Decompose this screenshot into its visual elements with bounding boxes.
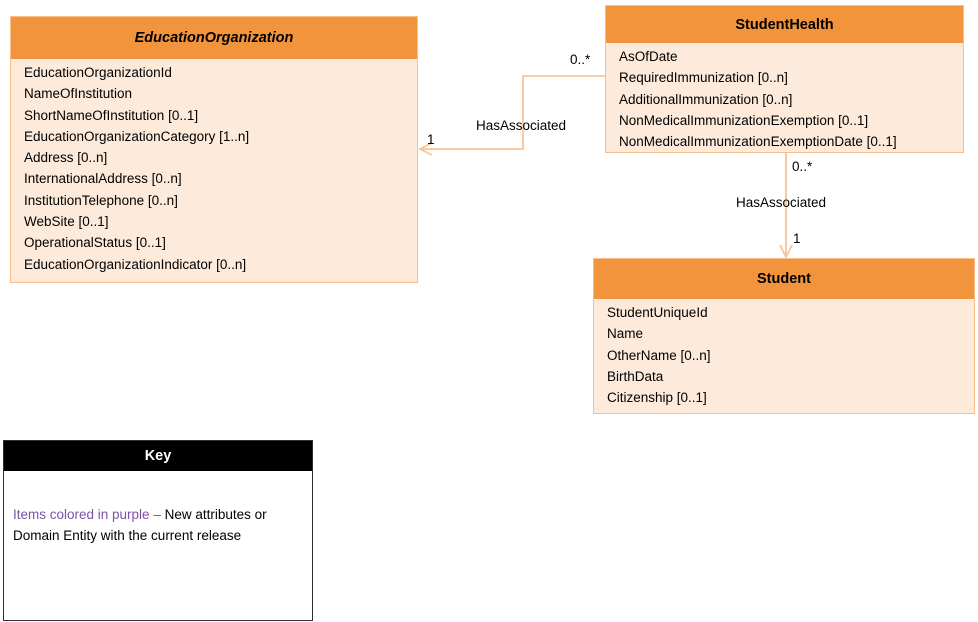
attribute-row: Citizenship [0..1]: [607, 390, 707, 406]
attribute-row: ShortNameOfInstitution [0..1]: [24, 107, 199, 123]
attribute-row: OperationalStatus [0..1]: [24, 235, 166, 251]
attribute-row: Address [0..n]: [24, 150, 108, 166]
attribute-row: NonMedicalImmunizationExemptionDate [0..…: [619, 134, 897, 150]
attribute-row: RequiredImmunization [0..n]: [619, 70, 788, 86]
entity-education-organization[interactable]: EducationOrganization EducationOrganizat…: [10, 16, 418, 283]
entity-title-student: Student: [594, 259, 974, 299]
key-purple-text: Items colored in purple –: [13, 507, 165, 522]
attribute-row: AsOfDate: [619, 49, 678, 64]
attribute-row: EducationOrganizationId: [24, 65, 172, 80]
relationship-label: HasAssociated: [736, 195, 827, 210]
attribute-row: WebSite [0..1]: [24, 214, 109, 230]
key-legend-box: Key Items colored in purple – New attrib…: [3, 440, 313, 621]
attribute-row: Name: [607, 326, 644, 342]
attribute-row: NonMedicalImmunizationExemption [0..1]: [619, 112, 869, 128]
key-rest-text: New attributes or Domain Entity with the…: [13, 507, 267, 543]
attribute-row: StudentUniqueId: [607, 305, 708, 320]
arrowhead-down-icon: [779, 244, 793, 260]
attribute-row: OtherName [0..n]: [607, 347, 711, 363]
attribute-row: InternationalAddress [0..n]: [24, 171, 182, 187]
arrowhead-left-icon: [417, 142, 433, 156]
key-title: Key: [4, 441, 312, 471]
attribute-row: BirthData: [607, 368, 664, 384]
cardinality-label-target: 1: [793, 231, 801, 246]
key-description: Items colored in purple – New attributes…: [4, 471, 312, 546]
cardinality-label-target: 1: [427, 132, 435, 147]
relationship-label: HasAssociated: [476, 118, 567, 133]
attribute-row: NameOfInstitution: [24, 86, 133, 102]
connector-studenthealth-educationorganization: [421, 75, 605, 150]
attribute-row: AdditionalImmunization [0..n]: [619, 91, 793, 107]
attribute-row: InstitutionTelephone [0..n]: [24, 192, 178, 208]
cardinality-label-source: 0..*: [792, 159, 813, 174]
entity-title-education-organization: EducationOrganization: [11, 17, 417, 59]
cardinality-label-source: 0..*: [570, 52, 591, 67]
attribute-row: EducationOrganizationIndicator [0..n]: [24, 256, 247, 272]
attribute-row: EducationOrganizationCategory [1..n]: [24, 128, 250, 144]
entity-title-student-health: StudentHealth: [606, 6, 963, 43]
